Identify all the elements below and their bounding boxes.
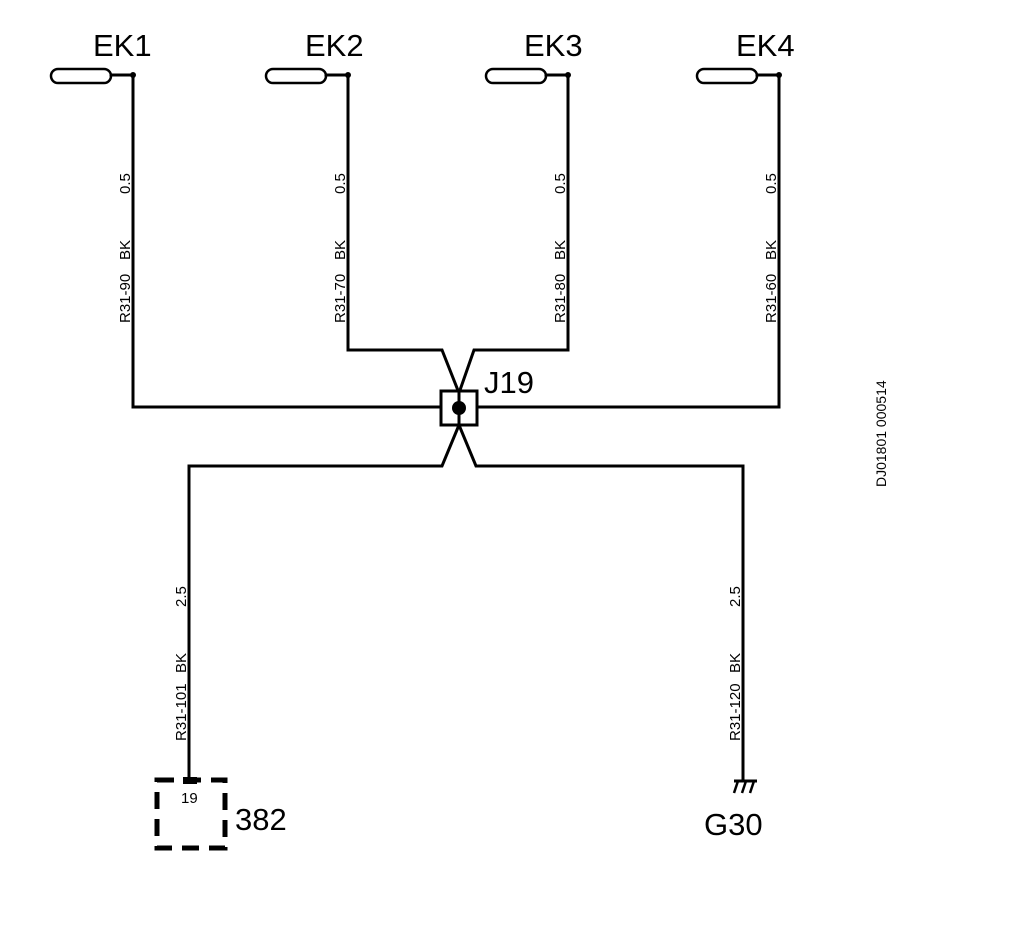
svg-text:0.5: 0.5: [117, 173, 134, 194]
svg-text:BK: BK: [763, 240, 780, 260]
ek2-wire-label: R31-70 BK 0.5: [332, 173, 349, 323]
junction-j19[interactable]: J19: [439, 365, 534, 427]
svg-text:R31-70: R31-70: [332, 274, 349, 323]
lower-right-wire-label: R31-120 BK 2.5: [727, 586, 744, 741]
ground-icon: [732, 779, 757, 794]
ground-g30[interactable]: G30: [704, 779, 763, 842]
svg-text:BK: BK: [117, 240, 134, 260]
lower-right-wire[interactable]: [457, 423, 745, 782]
ek4-wire-label: R31-60 BK 0.5: [763, 173, 780, 323]
svg-text:R31-90: R31-90: [117, 274, 134, 323]
ek1-connector[interactable]: EK1: [49, 28, 152, 85]
ek4-terminal-icon: [695, 67, 759, 85]
svg-text:R31-60: R31-60: [763, 274, 780, 323]
ek3-label: EK3: [524, 28, 583, 63]
ek1-terminal-icon: [49, 67, 113, 85]
component-382[interactable]: 19 382: [154, 777, 287, 851]
ground-label: G30: [704, 807, 763, 842]
ek1-wire-label: R31-90 BK 0.5: [117, 173, 134, 323]
pin-marker: [183, 777, 197, 784]
ek2-label: EK2: [305, 28, 364, 63]
ek4-label: EK4: [736, 28, 795, 63]
ek2-wire[interactable]: [346, 73, 461, 395]
ek3-wire-label: R31-80 BK 0.5: [552, 173, 569, 323]
svg-text:BK: BK: [552, 240, 569, 260]
lower-left-wire[interactable]: [187, 423, 461, 782]
lower-left-wire-label: R31-101 BK 2.5: [173, 586, 190, 741]
svg-text:R31-101: R31-101: [173, 683, 190, 741]
ek1-label: EK1: [93, 28, 152, 63]
ek3-wire[interactable]: [457, 73, 570, 395]
svg-text:2.5: 2.5: [727, 586, 744, 607]
svg-text:0.5: 0.5: [763, 173, 780, 194]
splice-dot-icon: [452, 401, 466, 415]
svg-text:R31-80: R31-80: [552, 274, 569, 323]
component-label: 382: [235, 802, 287, 837]
svg-text:0.5: 0.5: [552, 173, 569, 194]
ek2-terminal-icon: [264, 67, 328, 85]
svg-text:2.5: 2.5: [173, 586, 190, 607]
ek3-connector[interactable]: EK3: [484, 28, 583, 85]
svg-text:DJ01801 000514: DJ01801 000514: [873, 380, 889, 487]
svg-text:BK: BK: [727, 653, 744, 673]
svg-text:R31-120: R31-120: [727, 683, 744, 741]
ek4-connector[interactable]: EK4: [695, 28, 795, 85]
svg-text:BK: BK: [332, 240, 349, 260]
svg-text:0.5: 0.5: [332, 173, 349, 194]
reference-code: DJ01801 000514: [873, 380, 889, 487]
ek4-wire[interactable]: [475, 73, 781, 409]
pin-label: 19: [181, 790, 198, 807]
ek3-terminal-icon: [484, 67, 548, 85]
svg-text:BK: BK: [173, 653, 190, 673]
junction-label: J19: [484, 365, 534, 400]
